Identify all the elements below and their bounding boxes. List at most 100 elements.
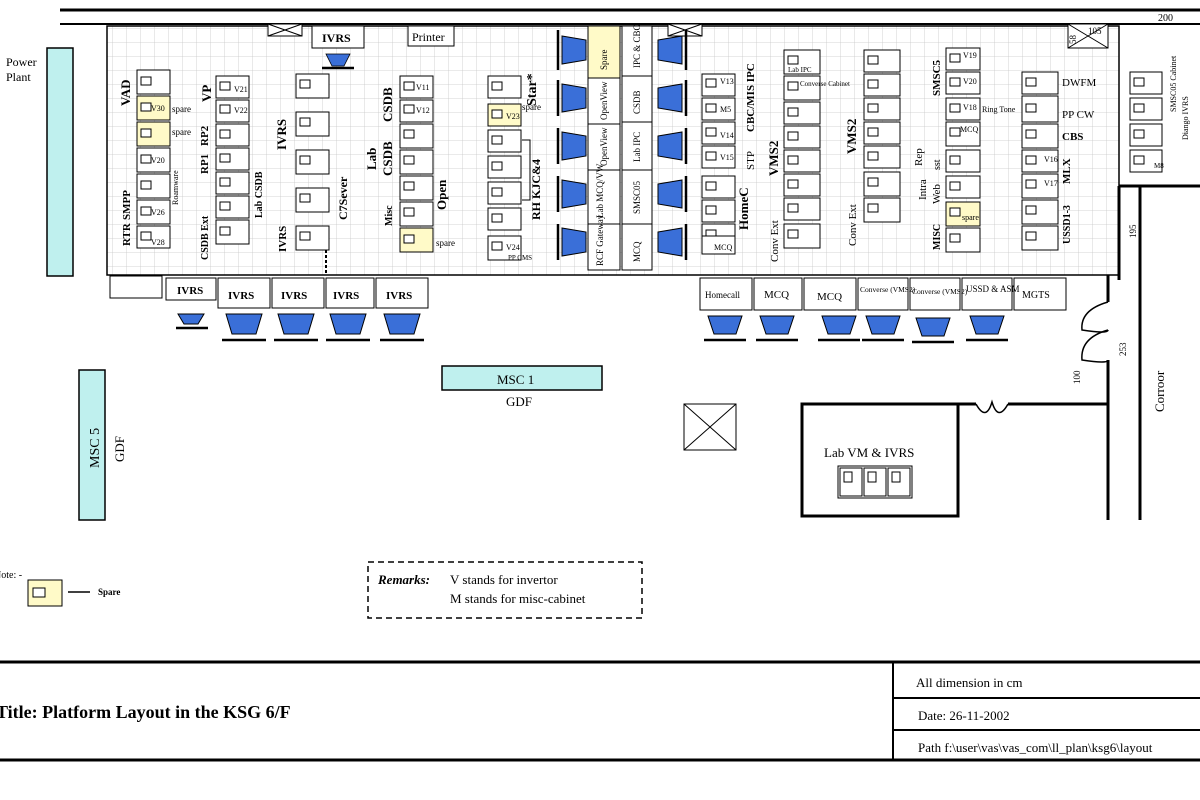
col6-cell-openview-2: OpenView — [599, 127, 609, 166]
col4-header-csdb: CSDB — [380, 87, 395, 122]
col11-cell-v20: V20 — [963, 77, 977, 86]
col12-header-ussd: USSD1-3 — [1062, 205, 1073, 244]
power-plant-label-2: Plant — [6, 70, 31, 84]
bottom-right-homecall: Homecall — [705, 290, 740, 300]
bottom-left-ivrs-1: IVRS — [228, 290, 254, 302]
col13-header-diango: Diango IVRS — [1181, 96, 1190, 140]
col3-header-ivrs-2: IVRS — [277, 226, 289, 252]
note-prefix: Note: - — [0, 570, 22, 581]
ivrs-top-box — [311, 25, 365, 49]
col3-header-ivrs: IVRS — [274, 119, 289, 150]
col11-note-ring: Ring Tone — [982, 105, 1016, 114]
bottom-left-row: IVRS IVRS IVRS IVRS IVRS — [109, 275, 429, 342]
column-5: V23 V24 spare PP CMS Star* RH KJC&4 — [487, 73, 543, 262]
col10-header-conv-ext: Conv Ext — [847, 204, 859, 246]
ivrs-top-seat — [322, 53, 354, 70]
col5-cell-v24: V24 — [506, 243, 520, 252]
cross-box-top-1 — [267, 23, 303, 37]
ivrs-top-label: IVRS — [322, 31, 351, 45]
col1-cell-v28: V28 — [151, 238, 165, 247]
col12-cell-v16: V16 — [1044, 155, 1058, 164]
col12-header-cbs: CBS — [1062, 131, 1083, 143]
column-12: V16 V17 DWFM PP CW CBS MLX USSD1-3 — [1021, 71, 1096, 251]
col4-header-open: Open — [434, 179, 449, 210]
col4-note-spare: spare — [436, 238, 455, 248]
col11-cell-v18: V18 — [963, 103, 977, 112]
msc5-sub: GDF — [112, 436, 127, 462]
col4-header-lab: Lab — [364, 148, 379, 170]
col5-note-ppcms: PP CMS — [508, 254, 532, 262]
col2-cell-v21: V21 — [234, 85, 248, 94]
col12-header-dwfm: DWFM — [1062, 77, 1096, 89]
col11-note-spare: spare — [962, 213, 979, 222]
power-plant-block — [46, 47, 74, 277]
col6-cell-openview-1: OpenView — [599, 81, 609, 120]
col8-header-homec: HomeC — [736, 187, 751, 230]
col11-cell-mcq: MCQ — [960, 125, 978, 134]
corridor-label: Corroor — [1152, 370, 1167, 412]
col8-cell-v15: V15 — [720, 153, 734, 162]
col1-header-vad: VAD — [118, 80, 133, 107]
col7-cell-csdb: CSDB — [632, 90, 642, 114]
bottom-right-ussd: USSD & ASM — [966, 284, 1020, 294]
title-path: Path f:\user\vas\vas_com\ll_plan\ksg6\la… — [918, 740, 1153, 755]
column-13: M8 SMSC05 Cabinet Diango IVRS — [1129, 55, 1190, 173]
col1-cell-v20: V20 — [151, 156, 165, 165]
bottom-right-mcq-2: MCQ — [817, 291, 842, 303]
col4-cell-v11: V11 — [416, 83, 429, 92]
dim-100: 100 — [1072, 370, 1082, 384]
col6-cell-rcf: RCF Gateway — [595, 214, 605, 266]
col8-cell-v14: V14 — [720, 131, 734, 140]
col13-cell-m8: M8 — [1154, 162, 1164, 170]
col2-header-csdb-ext: CSDB Ext — [200, 215, 211, 260]
msc1-sub: GDF — [506, 394, 532, 409]
bottom-left-ivrs-0: IVRS — [177, 285, 203, 297]
column-11: V19 V20 V18 MCQ Ring Tone spare SMSC5 In… — [913, 47, 1016, 253]
title-text: Title: Platform Layout in the KSG 6/F — [0, 702, 291, 722]
col1-header-smpp: SMPP — [121, 190, 133, 220]
column-3: IVRS C7Sever IVRS — [274, 73, 350, 275]
col7-cell-smsc05: SMSC05 — [632, 180, 642, 214]
msc5-label: MSC 5 — [88, 428, 103, 468]
col8-header-cbcmis: CBC/MIS IPC — [745, 63, 757, 132]
crossbox-dim-105: 105 — [1088, 26, 1102, 36]
bottom-right-converse-2: Converse (VMS2) — [912, 287, 968, 296]
col13-header-smsc05: SMSC05 Cabinet — [1169, 55, 1178, 112]
column-6: Spare OpenView OpenView Lab MCQ/VW RCF G… — [587, 25, 621, 271]
col2-header-rp2: RP2 — [199, 125, 211, 146]
column-10: VMS2 Conv Ext — [844, 49, 901, 246]
col9-header-conv-ext: Conv Ext — [769, 220, 781, 262]
col5-header-star: Star* — [525, 73, 540, 106]
col2-header-rp1: RP1 — [199, 154, 211, 174]
col3-header-c7sever: C7Sever — [336, 176, 350, 220]
bottom-left-ivrs-2: IVRS — [281, 290, 307, 302]
remarks-line2: M stands for misc-cabinet — [450, 591, 586, 606]
col11-header-misc: MISC — [932, 224, 943, 250]
column-7: IPC & CBC CSDB Lab IPC SMSC05 MCQ — [621, 24, 653, 271]
column-1: V30 V20 V26 V28 spare spare Roamware VAD… — [118, 69, 191, 249]
col4-header-csdb-2: CSDB — [380, 141, 395, 176]
column-2: V21 V22 VP RP1 RP2 CSDB Ext Lab CSDB — [199, 75, 265, 260]
cross-box-top-right: 105 58 — [1067, 23, 1109, 49]
bottom-right-converse-1: Converse (VMS2) — [860, 285, 916, 294]
remarks-box — [367, 561, 643, 619]
lab-room-label: Lab VM & IVRS — [824, 445, 914, 460]
col11-header-rep: Rep — [913, 148, 925, 166]
remarks-label: Remarks: — [377, 572, 430, 587]
col7-cell-ipc-cbc: IPC & CBC — [632, 24, 642, 68]
bottom-right-mgts: MGTS — [1022, 290, 1050, 301]
col5-cell-v23: V23 — [506, 112, 520, 121]
crossbox-dim-58: 58 — [1068, 35, 1078, 45]
col1-note-spare-1: spare — [172, 104, 191, 114]
column-8: V13 M5 V14 V15 MCQ HomeC STP CBC/MIS IPC — [701, 63, 757, 255]
column-4: V11 V12 spare CSDB Lab CSDB Open Misc — [364, 75, 455, 253]
col5-header-rhkjc: RH KJC&4 — [529, 159, 543, 220]
col4-cell-v12: V12 — [416, 106, 430, 115]
msc5-block — [78, 369, 106, 521]
col12-header-mlx: MLX — [1061, 158, 1073, 184]
col6-cell-lab-mcqvw: Lab MCQ/VW — [595, 163, 605, 218]
col9-cell-converse: Converse Cabinet — [800, 80, 850, 88]
col7-cell-lab-ipc: Lab IPC — [632, 132, 642, 162]
msc1-block — [441, 365, 603, 391]
